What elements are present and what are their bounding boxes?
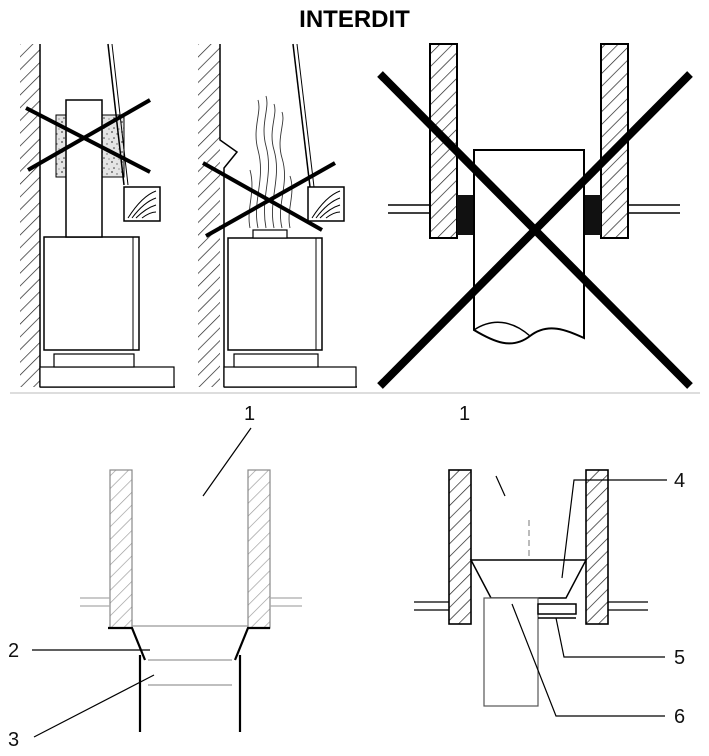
page-title: INTERDIT (299, 6, 410, 33)
callout-1-right: 1 (459, 403, 470, 425)
callout-5: 5 (674, 647, 685, 669)
forbidden-cross (202, 161, 323, 232)
leader-1-right (495, 475, 506, 497)
wall-hatch-right (247, 469, 271, 629)
panel-forbidden-2 (198, 43, 357, 388)
forbidden-cross (25, 106, 151, 174)
wall-hatch (198, 44, 220, 387)
sealing-joint-right (583, 195, 601, 235)
leader-5 (555, 617, 665, 658)
hearth-base (39, 366, 175, 388)
callout-3: 3 (8, 729, 19, 751)
flue-pipe (65, 99, 103, 238)
flue-pipe (473, 149, 585, 345)
stove-body (43, 236, 140, 351)
panel-forbidden-1 (20, 43, 175, 388)
wall-hatch-left (109, 469, 133, 629)
leader-6 (511, 603, 665, 717)
sealing-ring (537, 603, 577, 615)
panel-correct-1: 1 2 3 (8, 403, 302, 751)
adapter-plate (108, 626, 147, 661)
panel-correct-2: 1 4 5 6 (414, 403, 685, 728)
wall-hatch-right (585, 469, 609, 625)
callout-6: 6 (674, 706, 685, 728)
flue-pipe (483, 597, 539, 707)
callout-1-left: 1 (244, 403, 255, 425)
panel-forbidden-3 (377, 43, 693, 389)
sealing-joint-left (457, 195, 475, 235)
leader-1-left (202, 427, 252, 497)
stove-body (227, 237, 323, 351)
hearth-base (223, 366, 357, 388)
reducer-collar (469, 559, 588, 599)
leader-4 (561, 479, 667, 579)
callout-2: 2 (8, 640, 19, 662)
wall-hatch (20, 44, 40, 387)
wall-hatch-left (448, 469, 472, 625)
leader-3 (33, 674, 155, 738)
callout-4: 4 (674, 470, 685, 492)
